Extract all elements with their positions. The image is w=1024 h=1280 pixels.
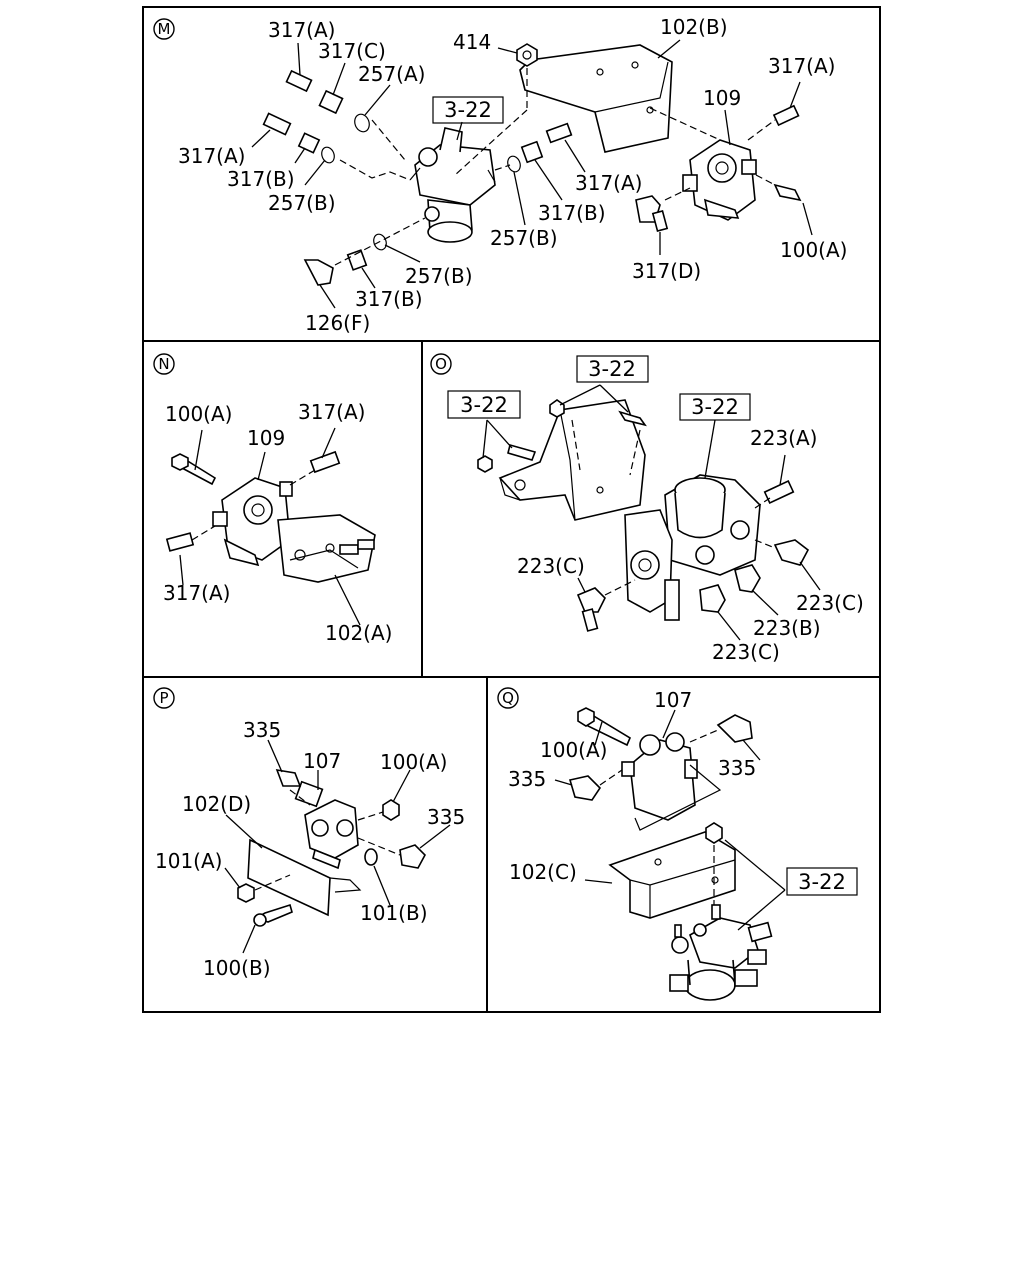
label-109-n: 109 — [247, 426, 285, 450]
label-223b: 223(B) — [753, 616, 821, 640]
ref-3-22-o-right: 3-22 — [691, 395, 739, 419]
panel-n-labels: 100(A) 317(A) 109 317(A) 102(A) — [163, 400, 392, 645]
label-223c-right: 223(C) — [796, 591, 864, 615]
panel-m-labels: 317(A) 317(C) 257(A) 414 102(B) 317(A) 3… — [178, 15, 847, 335]
label-126f: 126(F) — [305, 311, 370, 335]
panel-q-drawing — [554, 707, 786, 1001]
panel-o-drawing — [477, 384, 821, 641]
label-100a-p: 100(A) — [380, 750, 447, 774]
label-257b-mid: 257(B) — [490, 226, 558, 250]
label-317d: 317(D) — [632, 259, 701, 283]
label-317b-mid: 317(B) — [538, 201, 606, 225]
label-257b-left: 257(B) — [268, 191, 336, 215]
label-102b: 102(B) — [660, 15, 728, 39]
label-223c-bottom: 223(C) — [712, 640, 780, 664]
panel-marker-m: M — [153, 18, 175, 40]
ref-box-o-left — [447, 390, 521, 419]
label-109-m: 109 — [703, 86, 741, 110]
label-335-p-right: 335 — [427, 805, 465, 829]
diagram-frame — [142, 6, 881, 1013]
svg-text:M: M — [158, 20, 171, 38]
label-317a-left: 317(A) — [178, 144, 245, 168]
ref-box-o-top — [576, 355, 649, 383]
label-257b-bottom: 257(B) — [405, 264, 473, 288]
ref-3-22-o-top: 3-22 — [588, 357, 636, 381]
panel-marker-n: N — [153, 353, 175, 375]
ref-box-m — [432, 96, 504, 124]
label-317b-bottom: 317(B) — [355, 287, 423, 311]
panel-n-drawing — [165, 427, 376, 626]
label-100a-m: 100(A) — [780, 238, 847, 262]
label-317c: 317(C) — [318, 39, 386, 63]
label-414: 414 — [453, 30, 491, 54]
svg-text:O: O — [435, 355, 447, 373]
label-101b: 101(B) — [360, 901, 428, 925]
svg-text:P: P — [159, 689, 168, 707]
label-223a: 223(A) — [750, 426, 817, 450]
ref-3-22-o-left: 3-22 — [460, 393, 508, 417]
panel-m-drawing — [251, 39, 813, 309]
ref-3-22-m: 3-22 — [444, 98, 492, 122]
label-317a-n-top: 317(A) — [298, 400, 365, 424]
label-257a: 257(A) — [358, 62, 425, 86]
label-101a: 101(A) — [155, 849, 222, 873]
svg-text:Q: Q — [502, 689, 514, 707]
label-335-p-top: 335 — [243, 718, 281, 742]
label-317a-n-bottom: 317(A) — [163, 581, 230, 605]
label-107-q: 107 — [654, 688, 692, 712]
label-317a-mid: 317(A) — [575, 171, 642, 195]
label-102c: 102(C) — [509, 860, 577, 884]
label-107-p: 107 — [303, 749, 341, 773]
label-100a-n: 100(A) — [165, 402, 232, 426]
label-102d: 102(D) — [182, 792, 251, 816]
panel-p-labels: 335 107 100(A) 102(D) 335 101(A) 101(B) … — [155, 718, 465, 980]
panel-o-labels: 3-22 3-22 3-22 223(A) 223(C) 223(C) 223(… — [447, 355, 864, 664]
ref-box-o-right — [679, 393, 751, 421]
label-335-q-left: 335 — [508, 767, 546, 791]
label-317b-left: 317(B) — [227, 167, 295, 191]
ref-3-22-q: 3-22 — [798, 870, 846, 894]
panel-q-labels: 107 100(A) 335 335 102(C) 3-22 — [508, 688, 858, 896]
panel-marker-q: Q — [497, 687, 519, 709]
label-100a-q: 100(A) — [540, 738, 607, 762]
label-100b: 100(B) — [203, 956, 271, 980]
svg-text:N: N — [158, 355, 169, 373]
label-335-q-right: 335 — [718, 756, 756, 780]
label-317a-top: 317(A) — [268, 18, 335, 42]
label-223c-left: 223(C) — [517, 554, 585, 578]
panel-p-drawing — [224, 739, 451, 954]
panel-marker-o: O — [430, 353, 452, 375]
label-317a-right: 317(A) — [768, 54, 835, 78]
ref-box-q — [786, 867, 858, 896]
label-102a: 102(A) — [325, 621, 392, 645]
panel-marker-p: P — [153, 687, 175, 709]
